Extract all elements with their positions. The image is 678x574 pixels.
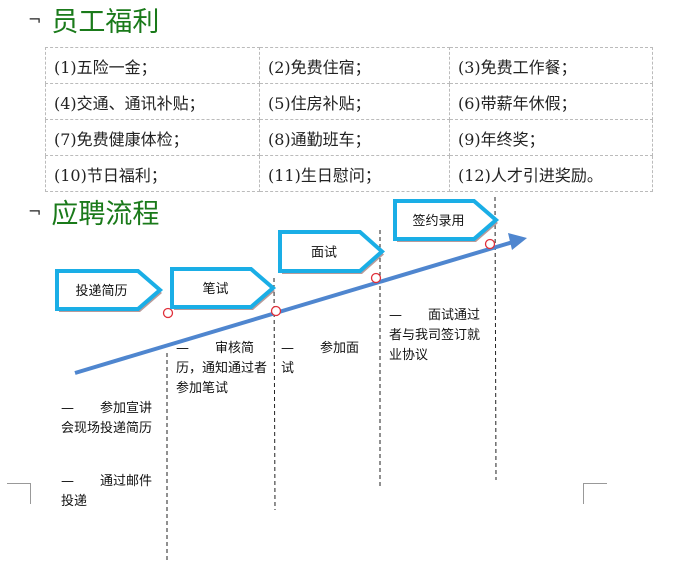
step-chevron [278, 230, 386, 273]
step-label: 签约录用 [412, 213, 464, 229]
heading-marker-icon: ¬ [28, 202, 42, 221]
step-chevron [55, 269, 164, 311]
table-cell: (6)带薪年休假； [449, 83, 653, 120]
dividers [166, 196, 497, 560]
step-label: 笔试 [202, 281, 228, 297]
benefits-table: (1)五险一金；(2)免费住宿；(3)免费工作餐； (4)交通、通讯补贴；(5)… [45, 47, 653, 192]
step-label: 投递简历 [75, 283, 127, 299]
note-exam: — 审核简历，通知通过者参加笔试 [176, 341, 268, 396]
milestone-marker [270, 305, 282, 317]
table-cell: (12)人才引进奖励。 [449, 155, 653, 192]
divider-line [273, 277, 276, 511]
table-row: (7)免费健康体检；(8)通勤班车；(9)年终奖； [45, 119, 653, 156]
table-cell: (7)免费健康体检； [45, 119, 260, 156]
note-interview: — 参加面试 [281, 341, 360, 376]
note-resume-a: — 参加宣讲会现场投递简历 [61, 401, 153, 436]
milestone-marker [484, 238, 496, 250]
divider-line [494, 196, 497, 481]
table-row: (10)节日福利；(11)生日慰问；(12)人才引进奖励。 [45, 155, 653, 192]
table-cell: (11)生日慰问； [259, 155, 450, 192]
step-label: 面试 [311, 246, 337, 261]
markers [162, 238, 496, 319]
table-row: (4)交通、通讯补贴；(5)住房补贴；(6)带薪年休假； [45, 83, 653, 120]
section-heading-benefits: ¬ 员工福利 [28, 0, 159, 39]
note-sign: — 面试通过者与我司签订就业协议 [389, 308, 481, 363]
page-corner-mark [583, 483, 607, 504]
table-cell: (4)交通、通讯补贴； [45, 83, 260, 120]
section-heading-recruit: ¬ 应聘流程 [28, 192, 159, 231]
progress-arrow [74, 240, 514, 375]
step-chevron [393, 199, 500, 241]
note-resume-b: — 通过邮件投递 [61, 474, 153, 509]
arrow-head-icon [508, 233, 527, 250]
table-cell: (5)住房补贴； [259, 83, 450, 120]
milestone-marker [370, 272, 382, 284]
table-cell: (9)年终奖； [449, 119, 653, 156]
step-chevron [170, 267, 277, 309]
table-cell: (10)节日福利； [45, 155, 260, 192]
milestone-marker [162, 307, 174, 319]
page-corner-mark [7, 483, 31, 504]
heading-marker-icon: ¬ [28, 10, 42, 29]
heading-text: 员工福利 [51, 7, 160, 38]
heading-text: 应聘流程 [51, 199, 160, 230]
